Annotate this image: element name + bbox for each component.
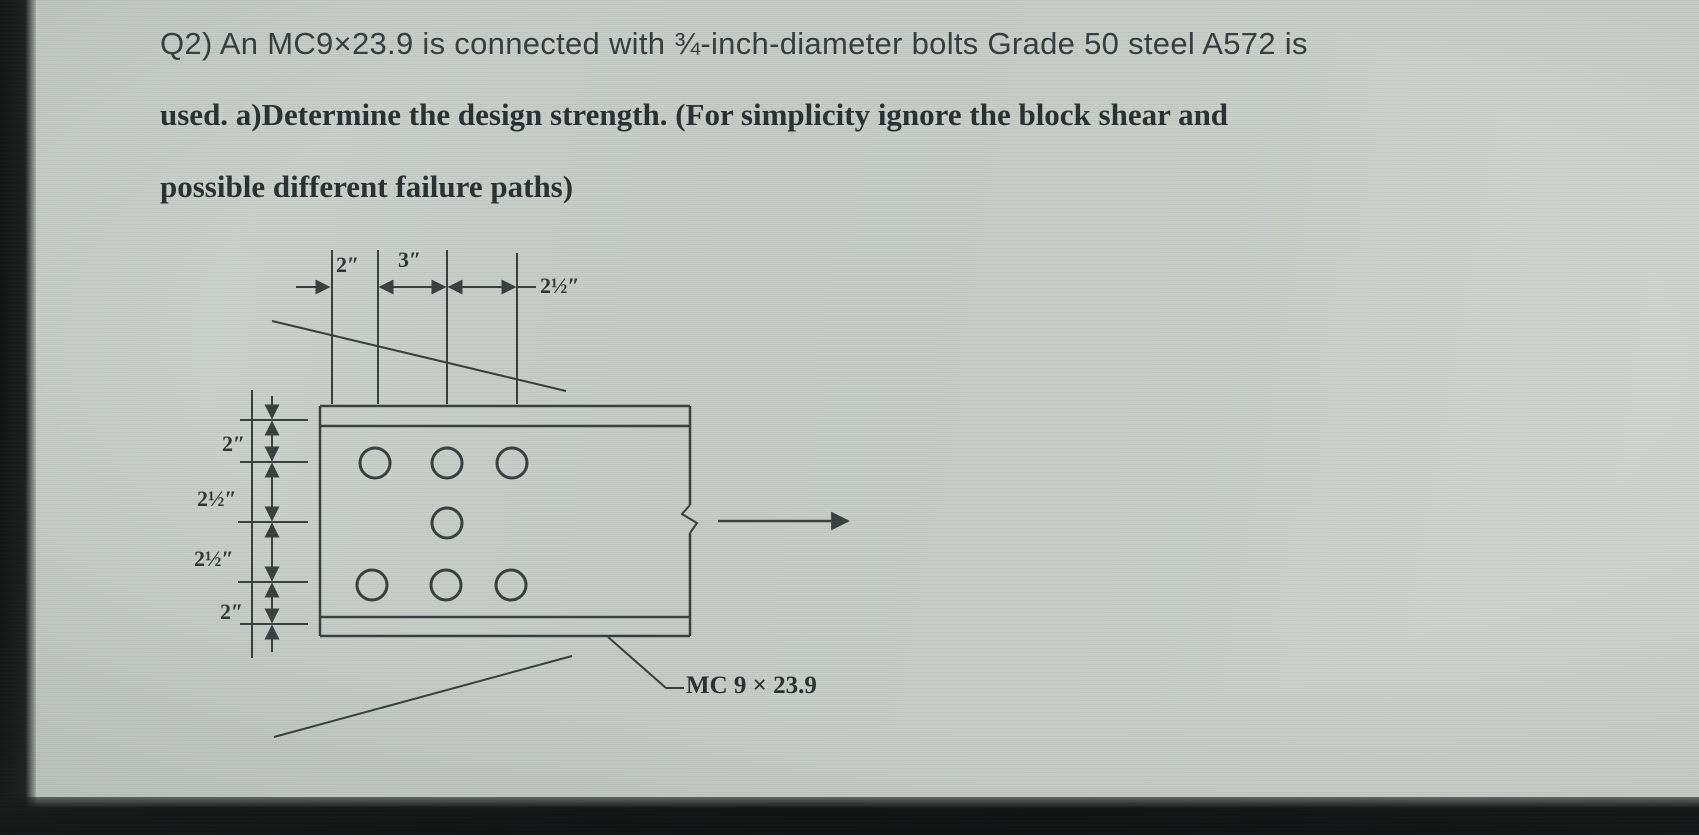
dimension-label-top-2half-in: 2½″ — [540, 273, 580, 298]
dimension-label-top-3in: 3″ — [398, 247, 422, 272]
screen-bezel-bottom — [0, 797, 1699, 835]
bolt-hole — [429, 568, 463, 602]
question-line-1: Q2) An MC9×23.9 is connected with ¾-inch… — [160, 26, 1308, 61]
bolt-hole — [355, 568, 389, 602]
break-mark — [680, 504, 699, 534]
member-leader-line — [607, 636, 684, 689]
dimension-label-left-2in: 2″ — [222, 431, 246, 456]
channel-outline — [318, 404, 699, 638]
dimension-label-top-2in: 2″ — [336, 252, 360, 277]
member-designation-label: MC 9 × 23.9 — [686, 672, 817, 699]
bolt-hole — [430, 446, 464, 480]
dimension-label-left-2in-bottom: 2″ — [220, 599, 244, 624]
dimension-label-left-2half-in-a: 2½″ — [197, 486, 237, 511]
dimension-label-left-2half-in-b: 2½″ — [194, 546, 234, 571]
bolt-hole — [430, 506, 464, 540]
gusset-plate-edges — [271, 320, 573, 738]
bolt-hole — [495, 446, 529, 480]
question-line-3: possible different failure paths) — [160, 169, 574, 204]
bolt-hole — [494, 568, 528, 602]
screen-bezel-left — [0, 0, 36, 835]
question-line-2: used. a)Determine the design strength. (… — [160, 97, 1229, 132]
top-dimension-lines — [296, 250, 536, 404]
left-dimension-lines — [238, 390, 308, 658]
bolt-hole — [358, 446, 392, 480]
bolt-holes — [355, 446, 529, 602]
